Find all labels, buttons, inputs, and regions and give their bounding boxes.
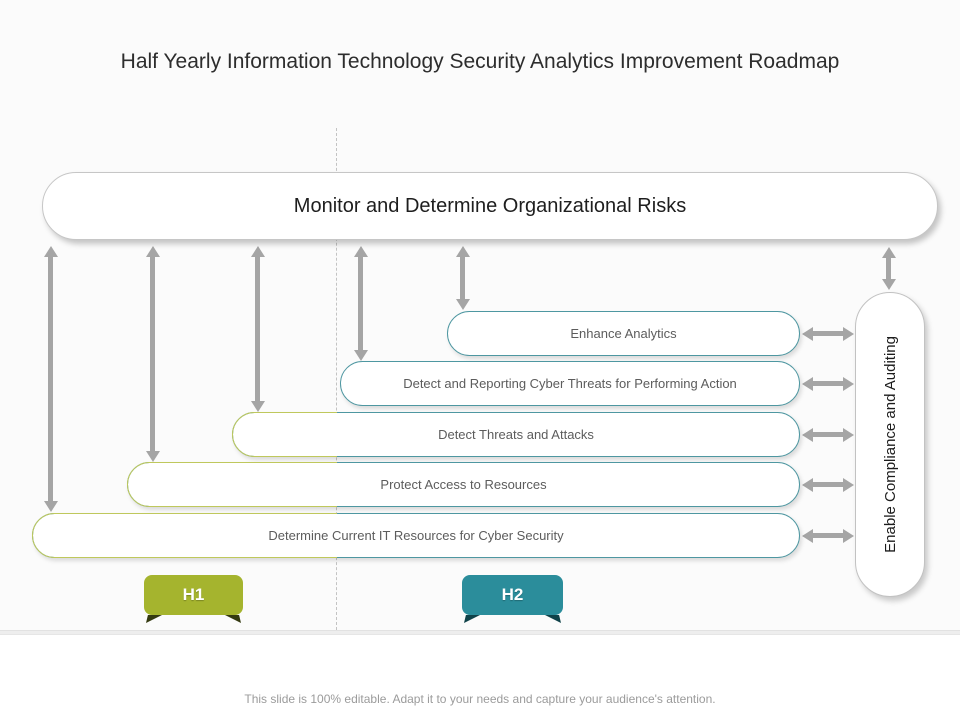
arrow-shaft [460,256,465,300]
side-banner-label: Enable Compliance and Auditing [881,336,899,553]
arrow-left-icon [802,528,813,543]
vertical-double-arrow [455,246,470,310]
roadmap-item-label: Protect Access to Resources [380,477,547,492]
vertical-double-arrow [250,246,265,412]
side-banner-shape[interactable]: Enable Compliance and Auditing [855,292,925,597]
arrow-down-icon [250,401,265,412]
horizontal-double-arrow [802,477,854,492]
roadmap-item-label: Determine Current IT Resources for Cyber… [268,528,564,543]
ribbon-fold-left-icon [464,615,480,623]
arrow-right-icon [843,528,854,543]
arrow-shaft [812,432,844,437]
arrow-shaft [150,256,155,452]
slide-title: Half Yearly Information Technology Secur… [120,50,840,73]
footer-note: This slide is 100% editable. Adapt it to… [244,692,716,706]
period-tag-h2[interactable]: H2 [462,575,563,623]
ribbon-fold-right-icon [545,615,561,623]
roadmap-item-label: Detect and Reporting Cyber Threats for P… [403,376,737,391]
arrow-shaft [358,256,363,351]
ribbon-fold-right-icon [225,615,241,623]
period-tag-label: H1 [182,585,205,604]
arrow-up-icon [250,246,265,257]
vertical-double-arrow [145,246,160,462]
horizontal-double-arrow [802,326,854,341]
arrow-shaft [812,533,844,538]
top-banner-label: Monitor and Determine Organizational Ris… [293,194,687,217]
roadmap-item-detect-reporting[interactable]: Detect and Reporting Cyber Threats for P… [340,361,800,406]
roadmap-item-enhance-analytics[interactable]: Enhance Analytics [447,311,800,356]
period-tag-label: H2 [501,585,524,604]
arrow-up-icon [43,246,58,257]
arrow-up-icon [353,246,368,257]
arrow-shaft [255,256,260,402]
arrow-left-icon [802,376,813,391]
arrow-left-icon [802,326,813,341]
vertical-double-arrow [881,247,896,290]
arrow-shaft [812,331,844,336]
arrow-shaft [886,257,891,280]
arrow-up-icon [881,247,896,258]
arrow-down-icon [43,501,58,512]
bottom-divider-line [0,630,960,635]
ribbon-fold-left-icon [146,615,162,623]
arrow-left-icon [802,477,813,492]
half-year-divider-line [336,128,337,630]
top-banner-shape[interactable]: Monitor and Determine Organizational Ris… [42,172,938,240]
vertical-double-arrow [353,246,368,361]
roadmap-item-label: Enhance Analytics [570,326,677,341]
period-tag-h1[interactable]: H1 [144,575,243,623]
arrow-down-icon [881,279,896,290]
arrow-up-icon [145,246,160,257]
slide-canvas: Half Yearly Information Technology Secur… [32,50,938,630]
horizontal-double-arrow [802,427,854,442]
roadmap-item-determine-resources[interactable]: Determine Current IT Resources for Cyber… [32,513,800,558]
arrow-right-icon [843,427,854,442]
arrow-down-icon [145,451,160,462]
roadmap-item-detect-threats[interactable]: Detect Threats and Attacks [232,412,800,457]
arrow-shaft [48,256,53,502]
arrow-right-icon [843,326,854,341]
arrow-down-icon [353,350,368,361]
arrow-right-icon [843,477,854,492]
roadmap-item-protect-access[interactable]: Protect Access to Resources [127,462,800,507]
arrow-left-icon [802,427,813,442]
arrow-shaft [812,482,844,487]
arrow-right-icon [843,376,854,391]
roadmap-item-label: Detect Threats and Attacks [438,427,594,442]
horizontal-double-arrow [802,528,854,543]
horizontal-double-arrow [802,376,854,391]
arrow-shaft [812,381,844,386]
arrow-up-icon [455,246,470,257]
arrow-down-icon [455,299,470,310]
vertical-double-arrow [43,246,58,512]
